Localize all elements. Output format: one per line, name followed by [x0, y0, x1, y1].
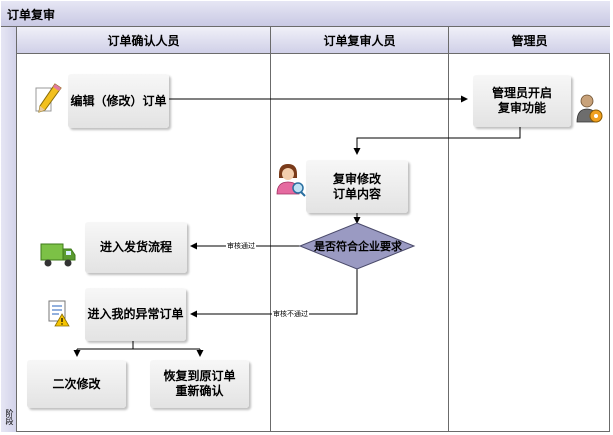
node-review-content: 复审修改 订单内容: [306, 160, 408, 213]
phase-column: [1, 27, 17, 432]
title-bar: 订单复审: [1, 1, 610, 27]
truck-icon: [40, 243, 76, 267]
edge-label-pass: 审核通过: [226, 242, 256, 250]
pencil-icon: [35, 83, 62, 113]
edge-abnormal-split: [77, 341, 200, 350]
node-decision-label: 是否符合企业要求: [314, 240, 402, 253]
lane-divider-1: [270, 54, 271, 432]
edge-decision-to-abnormal: [190, 269, 358, 318]
node-shipping: 进入发货流程: [85, 222, 187, 273]
lane-header-admin: 管理员: [449, 27, 610, 54]
node-second-edit: 二次修改: [27, 360, 126, 408]
lane-divider-2: [448, 54, 449, 432]
lane-header-review: 订单复审人员: [271, 27, 449, 54]
phase-label: 阶段: [5, 409, 14, 425]
reviewer-search-icon: [276, 164, 306, 197]
node-restore: 恢复到原订单 重新确认: [150, 360, 249, 408]
edge-label-fail: 审核不通过: [272, 310, 309, 318]
node-abnormal: 进入我的异常订单: [85, 288, 186, 341]
diagram-title: 订单复审: [7, 8, 56, 22]
node-admin-enable: 管理员开启 复审功能: [473, 75, 571, 127]
decision-diamond: [298, 222, 416, 270]
lane-header-confirm: 订单确认人员: [17, 27, 271, 54]
document-warning-icon: [48, 300, 70, 327]
edge-admin-to-review: [353, 127, 521, 155]
admin-gear-icon: [576, 94, 603, 123]
node-edit-order: 编辑（修改）订单: [68, 74, 169, 128]
